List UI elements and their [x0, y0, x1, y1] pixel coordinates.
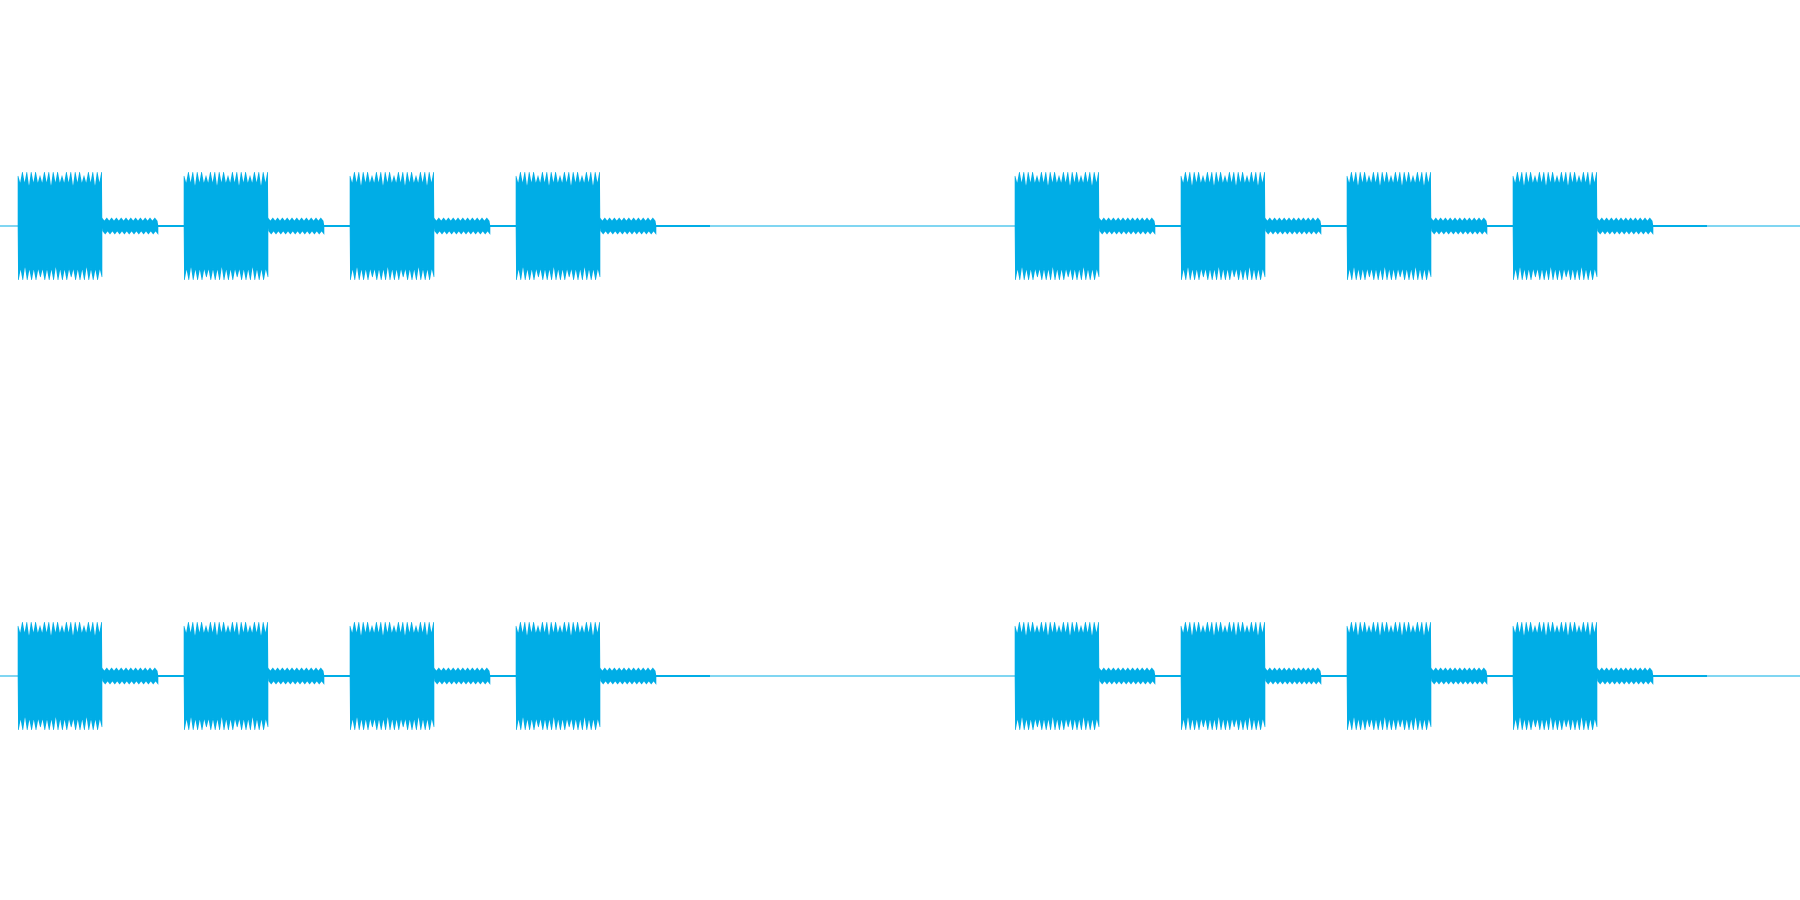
- beep-tail: [433, 667, 491, 685]
- beep-tail: [1098, 217, 1156, 235]
- beep-burst: [183, 621, 269, 731]
- beep-tail: [1430, 667, 1488, 685]
- beep-tail: [101, 667, 159, 685]
- beep-burst: [349, 171, 435, 281]
- beep-burst: [1014, 171, 1100, 281]
- channel-left: [0, 171, 1800, 281]
- beep-burst: [1346, 621, 1432, 731]
- beep-burst: [1014, 621, 1100, 731]
- beep-tail: [1430, 217, 1488, 235]
- beep-burst: [183, 171, 269, 281]
- beep-tail: [267, 667, 325, 685]
- beep-tail: [599, 217, 657, 235]
- beep-tail: [1264, 217, 1322, 235]
- beep-tail: [1098, 667, 1156, 685]
- beep-burst: [1180, 621, 1266, 731]
- beep-burst: [1180, 171, 1266, 281]
- channels-layer: [0, 171, 1800, 731]
- beep-burst: [1346, 171, 1432, 281]
- beep-tail: [1596, 217, 1654, 235]
- beep-burst: [17, 171, 103, 281]
- beep-tail: [433, 217, 491, 235]
- beep-burst: [1512, 621, 1598, 731]
- channel-right: [0, 621, 1800, 731]
- beep-burst: [17, 621, 103, 731]
- beep-tail: [101, 217, 159, 235]
- beep-burst: [1512, 171, 1598, 281]
- beep-burst: [515, 621, 601, 731]
- beep-burst: [349, 621, 435, 731]
- beep-tail: [599, 667, 657, 685]
- beep-tail: [1596, 667, 1654, 685]
- beep-tail: [1264, 667, 1322, 685]
- beep-burst: [515, 171, 601, 281]
- beep-tail: [267, 217, 325, 235]
